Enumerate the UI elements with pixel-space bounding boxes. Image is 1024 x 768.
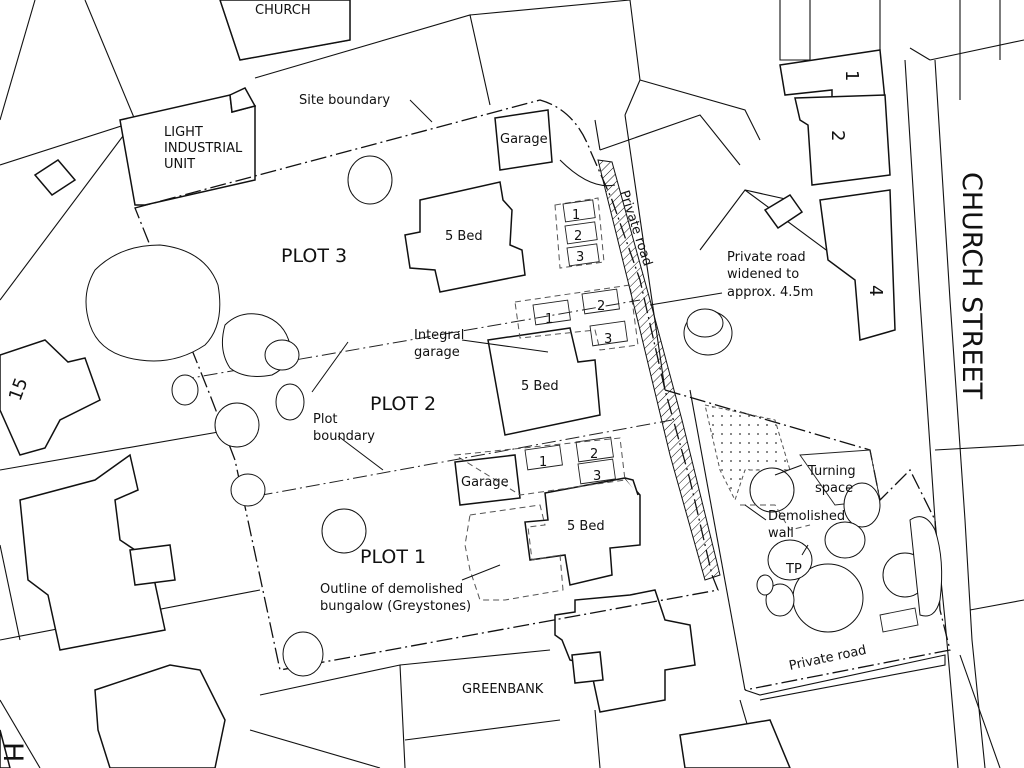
site-boundary-label: Site boundary — [299, 93, 390, 108]
plot3-bay-1: 1 — [572, 208, 580, 223]
turning-space-label-1: Turning — [807, 464, 856, 479]
turning-space-label-2: space — [815, 481, 853, 496]
plot2-house — [487, 327, 601, 436]
plot3-bay-2: 2 — [574, 229, 582, 244]
light-industrial-label-3: UNIT — [164, 157, 195, 172]
plot2-bay-3: 3 — [604, 332, 612, 347]
plot1-garage — [454, 454, 521, 506]
turning-space — [704, 404, 791, 502]
plot-boundary-label-2: boundary — [313, 429, 375, 444]
house-2-label: 2 — [827, 130, 848, 141]
trees — [85, 155, 943, 677]
outline-demolished-label-2: bungalow (Greystones) — [320, 599, 471, 614]
plot3-bed-label: 5 Bed — [445, 229, 483, 244]
plot2-bed-label: 5 Bed — [521, 379, 559, 394]
light-industrial-label-2: INDUSTRIAL — [164, 141, 243, 156]
plot3-label: PLOT 3 — [281, 245, 347, 267]
demolished-wall-label-1: Demolished — [768, 509, 845, 524]
plot1-label: PLOT 1 — [360, 546, 426, 568]
outline-demolished-label-1: Outline of demolished — [320, 582, 463, 597]
house-4-label: 4 — [865, 285, 886, 296]
buildings — [0, 0, 896, 768]
light-industrial-label-1: LIGHT — [164, 125, 203, 140]
private-road-widening — [597, 159, 721, 581]
garage-top-label: Garage — [500, 132, 548, 147]
parking-bays — [453, 197, 639, 496]
plot1-bay-3: 3 — [593, 469, 601, 484]
plot-boundary-label-1: Plot — [313, 412, 338, 427]
plot2-bay-1: 1 — [545, 312, 553, 327]
church-building — [219, 0, 351, 61]
plot1-garage-label: Garage — [461, 475, 509, 490]
private-road-widened-1: Private road — [727, 250, 806, 265]
plot2-bay-2: 2 — [597, 299, 605, 314]
plot2-label: PLOT 2 — [370, 393, 436, 415]
church-label: CHURCH — [255, 3, 311, 18]
private-road-widened-3: approx. 4.5m — [727, 285, 813, 300]
house-2 — [794, 94, 891, 186]
plot3-bay-3: 3 — [576, 250, 584, 265]
demolished-wall-label-2: wall — [768, 526, 794, 541]
house-1-label: 1 — [841, 70, 862, 81]
plot3-garage — [494, 109, 553, 171]
house-1 — [779, 49, 886, 103]
greenbank-building — [554, 589, 696, 713]
leader-lines — [311, 99, 809, 581]
tp-label: TP — [785, 562, 802, 577]
greenbank-label: GREENBANK — [462, 682, 544, 697]
private-road-widened-2: widened to — [727, 267, 799, 282]
plot-boundary-1-2 — [234, 419, 673, 501]
integral-garage-label-1: Integral — [414, 328, 464, 343]
house-15 — [0, 339, 101, 456]
church-street-label: CHURCH STREET — [956, 172, 987, 400]
integral-garage-label-2: garage — [414, 345, 460, 360]
private-road-bottom-label: Private road — [788, 643, 868, 674]
plot1-bay-2: 2 — [590, 447, 598, 462]
church-street-edges — [904, 47, 986, 768]
plot3-house — [404, 181, 526, 293]
edge-letter-label: H — [0, 742, 28, 762]
demolished-bungalow-outline — [464, 504, 564, 601]
plot1-bay-1: 1 — [539, 455, 547, 470]
plot1-bed-label: 5 Bed — [567, 519, 605, 534]
site-boundary — [134, 99, 719, 671]
